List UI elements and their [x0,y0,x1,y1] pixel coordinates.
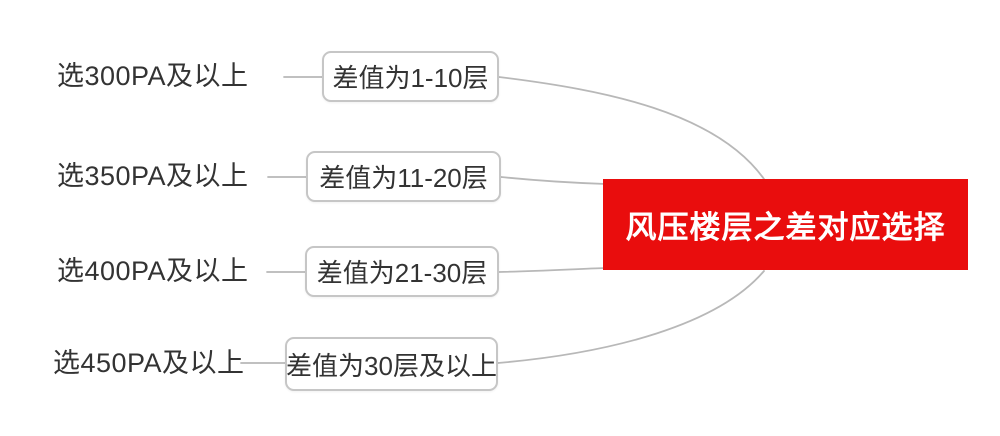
branch-node-21-30-floors: 差值为21-30层 [305,246,499,297]
branch-label-400pa: 选400PA及以上 [57,256,249,286]
branch-node-1-10-floors: 差值为1-10层 [322,51,499,102]
branch-node-text: 差值为21-30层 [316,258,488,288]
connector-curve-3 [498,267,607,273]
connector-curve-4 [497,270,765,364]
root-node-text: 风压楼层之差对应选择 [625,210,946,245]
branch-node-text: 差值为30层及以上 [286,350,497,381]
branch-label-450pa: 选450PA及以上 [53,348,245,378]
branch-label-350pa: 选350PA及以上 [57,161,249,191]
branch-node-30plus-floors: 差值为30层及以上 [285,337,498,391]
branch-label-300pa: 选300PA及以上 [57,61,249,91]
branch-node-text: 差值为1-10层 [332,63,489,93]
root-node: 风压楼层之差对应选择 [603,179,968,270]
branch-node-text: 差值为11-20层 [319,163,488,193]
branch-node-11-20-floors: 差值为11-20层 [306,151,501,202]
connector-curve-1 [498,76,765,180]
connector-curve-2 [500,176,607,185]
